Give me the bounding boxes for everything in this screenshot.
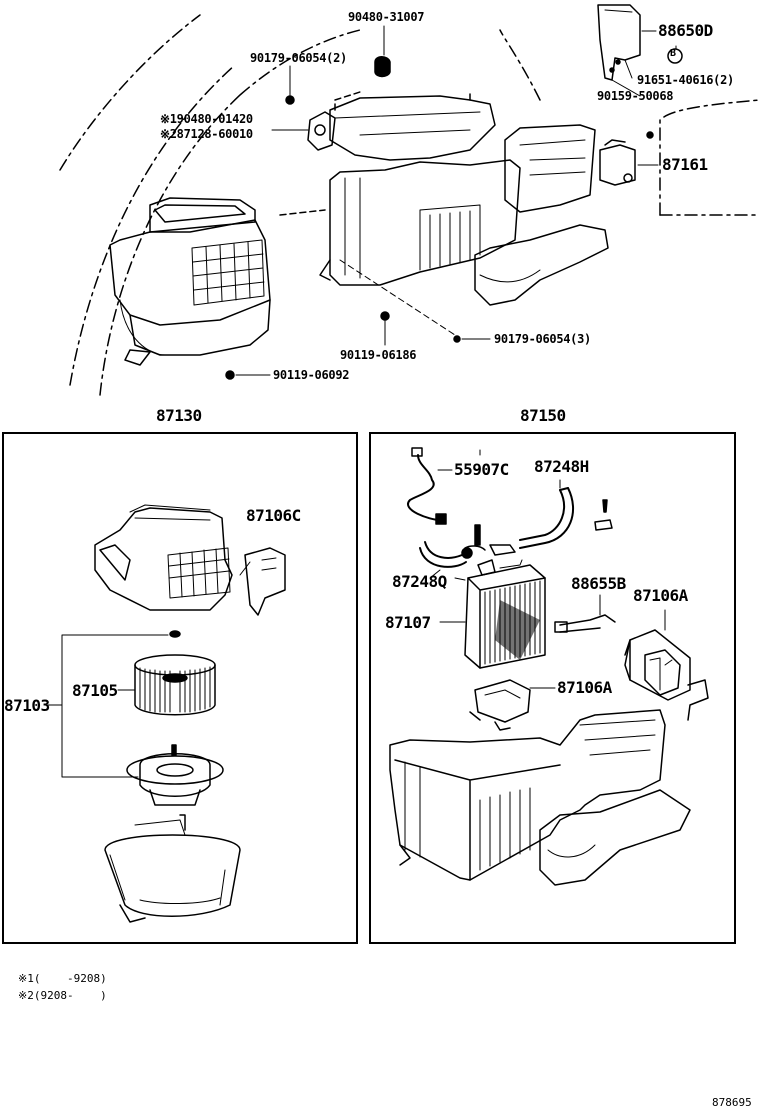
small-parts-top — [225, 4, 683, 380]
callout-87248H: 87248H — [534, 457, 589, 476]
callout-91651-40616-2: 91651-40616(2) — [637, 73, 734, 87]
vehicle-outline — [59, 14, 760, 396]
note-1: ※1( -9208) — [18, 972, 107, 985]
callout-90179-06054-2: 90179-06054(2) — [250, 51, 347, 65]
callout-90119-06092: 90119-06092 — [273, 368, 350, 382]
filter-grid — [191, 239, 265, 306]
figure-code: 878695 — [712, 1096, 752, 1109]
callout-87106A-lower: 87106A — [557, 678, 612, 697]
leader-lines-top — [235, 25, 677, 376]
callout-87103: 87103 — [4, 696, 50, 715]
blower-assembly-parts — [45, 504, 286, 923]
evaporator-assembly-parts — [389, 447, 709, 886]
right-panel-box — [369, 432, 736, 944]
bolt-mark-B: B — [670, 48, 676, 59]
callout-87128-60010: ※287128-60010 — [160, 127, 253, 141]
callout-90480-31007: 90480-31007 — [348, 10, 425, 24]
callout-90159-50068: 90159-50068 — [597, 89, 674, 103]
top-hvac-unit — [109, 91, 609, 366]
callout-87106C: 87106C — [246, 506, 301, 525]
callout-88655B: 88655B — [571, 574, 626, 593]
right-panel-title: 87150 — [520, 406, 566, 425]
callout-87161: 87161 — [662, 155, 708, 174]
callout-87248Q: 87248Q — [392, 572, 447, 591]
left-panel-title: 87130 — [156, 406, 202, 425]
callout-87107: 87107 — [385, 613, 431, 632]
callout-90179-06054-3: 90179-06054(3) — [494, 332, 591, 346]
callout-87105: 87105 — [72, 681, 118, 700]
callout-90480-01420: ※190480-01420 — [160, 112, 253, 126]
callout-90119-06186: 90119-06186 — [340, 348, 417, 362]
left-panel-box — [2, 432, 358, 944]
callout-55907C: 55907C — [454, 460, 509, 479]
callout-87106A-upper: 87106A — [633, 586, 688, 605]
callout-88650D: 88650D — [658, 21, 713, 40]
note-2: ※2(9208- ) — [18, 989, 107, 1002]
